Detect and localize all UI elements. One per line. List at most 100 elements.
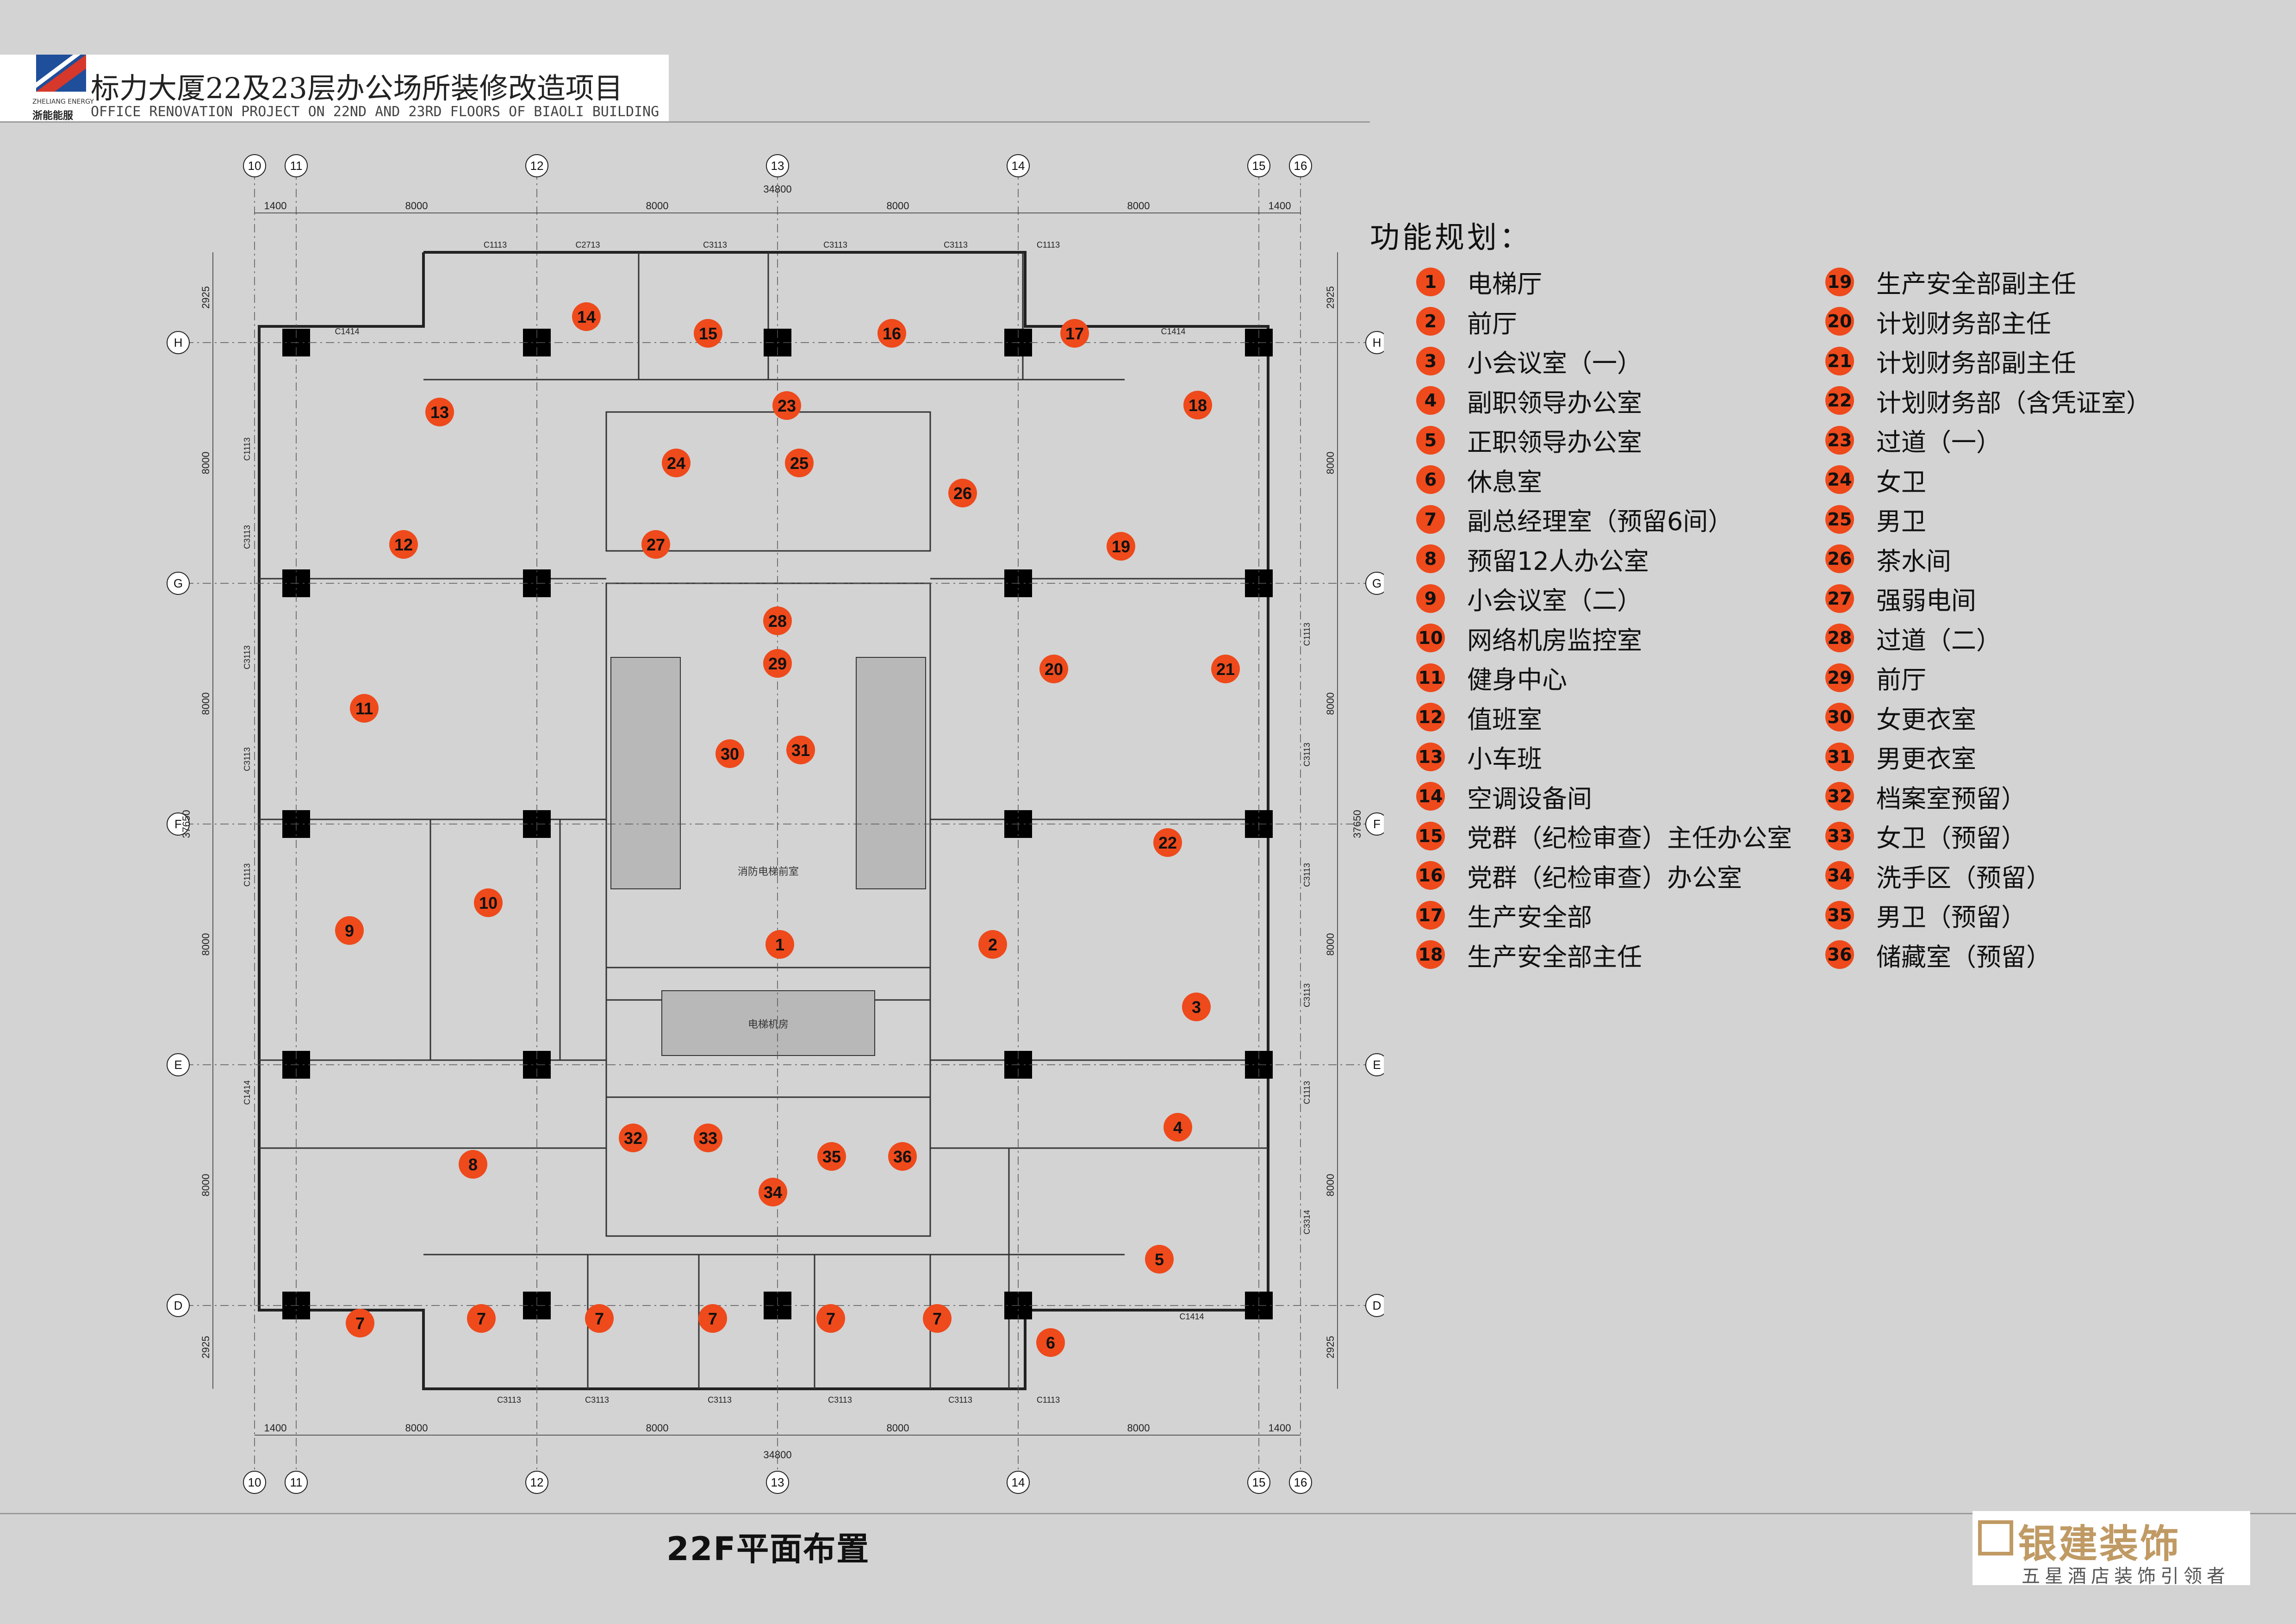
legend-label: 男卫 [1876,507,1926,537]
dimension-label: 8000 [405,200,428,212]
legend-label: 网络机房监控室 [1467,625,1642,655]
room-marker-number: 3 [1192,998,1201,1017]
room-marker: 2 [978,930,1007,959]
room-marker-number: 30 [721,744,739,763]
window-tag: C1113 [1037,1395,1060,1405]
room-marker-number: 35 [822,1147,841,1166]
legend-label: 小会议室（二） [1467,586,1642,616]
room-marker-dot [389,530,418,559]
room-marker: 31 [786,736,815,764]
axis-bubble [167,812,190,836]
room-number-badge: 22 [1825,386,1854,415]
room-marker-number: 22 [1158,833,1177,852]
dimension-label: 8000 [405,1422,428,1434]
room-number-badge: 30 [1825,703,1854,732]
wall-lines [259,252,1268,1389]
axis-label: 16 [1294,159,1307,173]
outer-wall [258,251,1269,1390]
window-tag: C1113 [1302,623,1312,646]
core-label: 消防电梯前室 [738,866,799,877]
axis-bubble [285,1471,308,1494]
window-tag: C1113 [243,437,252,461]
legend-label: 前厅 [1467,309,1517,338]
axis-label: H [174,336,183,350]
drawing-caption: 22F平面布置 [666,1530,870,1568]
room-marker-number: 19 [1112,537,1130,556]
axis-bubble [1007,1471,1030,1494]
room-marker-dot [923,1304,952,1333]
room-marker: 14 [572,302,601,331]
project-title: 标力大厦22及23层办公场所装修改造项目 [91,71,623,105]
room-marker-number: 7 [826,1309,835,1328]
window-tag: C3113 [243,747,252,771]
legend-label: 党群（纪检审查）主任办公室 [1467,824,1792,853]
window-tag: C1113 [1037,240,1060,250]
dimension-label: 8000 [1127,200,1150,212]
axis-label: G [174,576,183,590]
dimension-label: 8000 [200,1174,212,1197]
room-marker: 32 [619,1124,647,1152]
room-marker-dot [1036,1328,1065,1357]
room-marker-dot [763,649,792,678]
room-marker: 29 [763,649,792,678]
room-marker-number: 32 [624,1129,642,1148]
room-marker-number: 4 [1173,1118,1182,1137]
axis-label: F [174,817,182,831]
room-marker: 21 [1211,655,1240,683]
room-marker-dot [1182,993,1211,1021]
room-marker-number: 26 [953,484,972,503]
room-marker: 7 [698,1304,727,1333]
room-marker-number: 11 [355,699,373,718]
room-marker: 25 [785,449,814,477]
dimension-label: 8000 [1127,1422,1150,1434]
axis-label: H [1373,336,1381,350]
room-marker-dot [877,319,906,348]
room-marker-number: 1 [775,935,784,954]
room-number-badge: 29 [1825,663,1854,692]
axis-bubble [1247,154,1270,177]
window-tag: C1414 [243,1080,252,1105]
room-marker: 23 [772,391,801,420]
axis-label: 15 [1252,1475,1266,1489]
room-marker-dot [1183,391,1212,419]
axis-bubble [525,154,548,177]
axis-label: 13 [771,1475,784,1489]
room-marker-number: 15 [699,324,717,343]
window-tag: C1414 [1161,327,1185,336]
room-marker-dot [474,888,503,917]
legend-label: 男卫（预留） [1876,903,2026,932]
legend-label: 生产安全部主任 [1467,942,1642,972]
legend-label: 过道（二） [1876,625,2001,655]
room-number-badge: 17 [1416,900,1445,930]
room-marker: 20 [1039,655,1068,683]
dimension-label: 8000 [646,1422,669,1434]
room-marker: 7 [816,1304,845,1333]
legend-label: 党群（纪检审查）办公室 [1467,863,1742,893]
axis-label: 16 [1294,1475,1307,1489]
legend-label: 小会议室（一） [1467,349,1642,378]
legend-label: 生产安全部副主任 [1876,269,2076,299]
room-marker-number: 33 [699,1129,717,1148]
overall-dimension: 37650 [180,810,192,838]
room-number-badge: 28 [1825,624,1854,653]
window-tag: C1113 [243,863,252,887]
room-marker-dot [459,1150,487,1179]
logo-text-cn: 浙能能服 [32,110,74,122]
legend-item: 28 过道（二） [1825,618,2151,658]
dimension-label: 8000 [200,452,212,475]
